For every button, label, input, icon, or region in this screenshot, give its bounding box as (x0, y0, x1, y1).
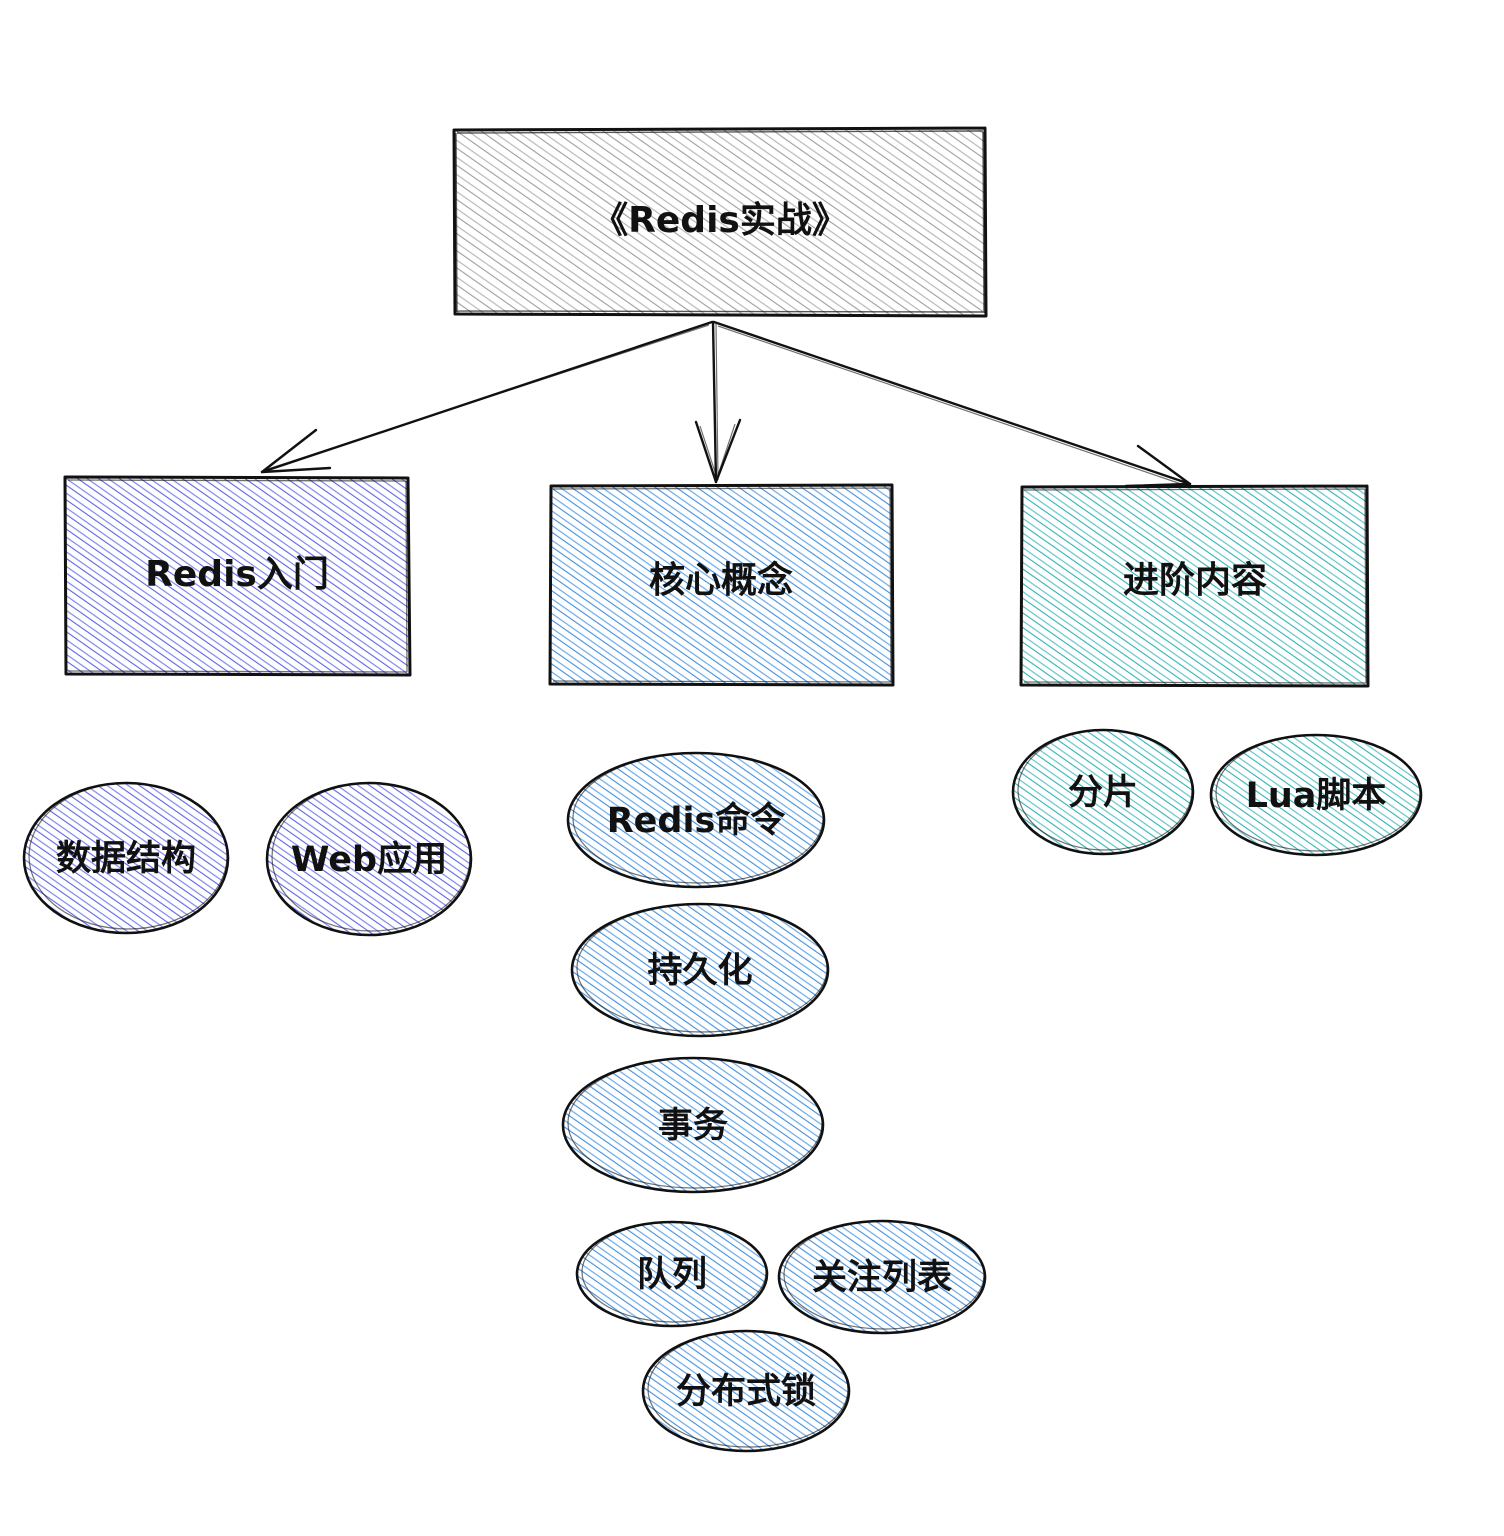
leaf-label: 分布式锁 (676, 1372, 816, 1412)
connector-root-to-core (694, 320, 742, 484)
root-label: 《Redis实战》 (592, 200, 848, 241)
leaf-label: 关注列表 (812, 1258, 952, 1298)
branch-node-core: 核心概念 (548, 483, 895, 687)
leaf-label: 队列 (637, 1255, 707, 1295)
leaf-node: 分布式锁 (641, 1329, 851, 1453)
leaf-node: 持久化 (570, 902, 830, 1038)
leaf-node: 数据结构 (22, 781, 230, 935)
leaf-node: 队列 (575, 1220, 769, 1328)
leaf-node: 分片 (1011, 728, 1195, 856)
leaf-node: 关注列表 (777, 1219, 987, 1335)
leaf-label: 数据结构 (56, 839, 196, 879)
leaf-label: 持久化 (647, 951, 752, 991)
root-node: 《Redis实战》 (452, 126, 988, 318)
leaf-node: Web应用 (265, 781, 473, 937)
branch-label-core: 核心概念 (649, 559, 793, 601)
leaf-label: Web应用 (291, 839, 447, 880)
branch-label-advanced: 进阶内容 (1123, 560, 1267, 601)
branch-label-entry: Redis入门 (145, 554, 329, 595)
leaf-label: Redis命令 (607, 800, 787, 841)
leaf-node: Redis命令 (566, 751, 826, 889)
leaf-node: Lua脚本 (1209, 733, 1423, 857)
connector-root-to-advanced (712, 320, 1192, 488)
leaf-label: 分片 (1068, 773, 1138, 813)
leaf-label: 事务 (658, 1106, 728, 1146)
leaf-label: Lua脚本 (1246, 776, 1387, 816)
connector-root-to-entry (260, 320, 714, 474)
branch-node-entry: Redis入门 (63, 475, 412, 677)
branch-node-advanced: 进阶内容 (1019, 484, 1370, 688)
leaf-node: 事务 (561, 1056, 825, 1194)
